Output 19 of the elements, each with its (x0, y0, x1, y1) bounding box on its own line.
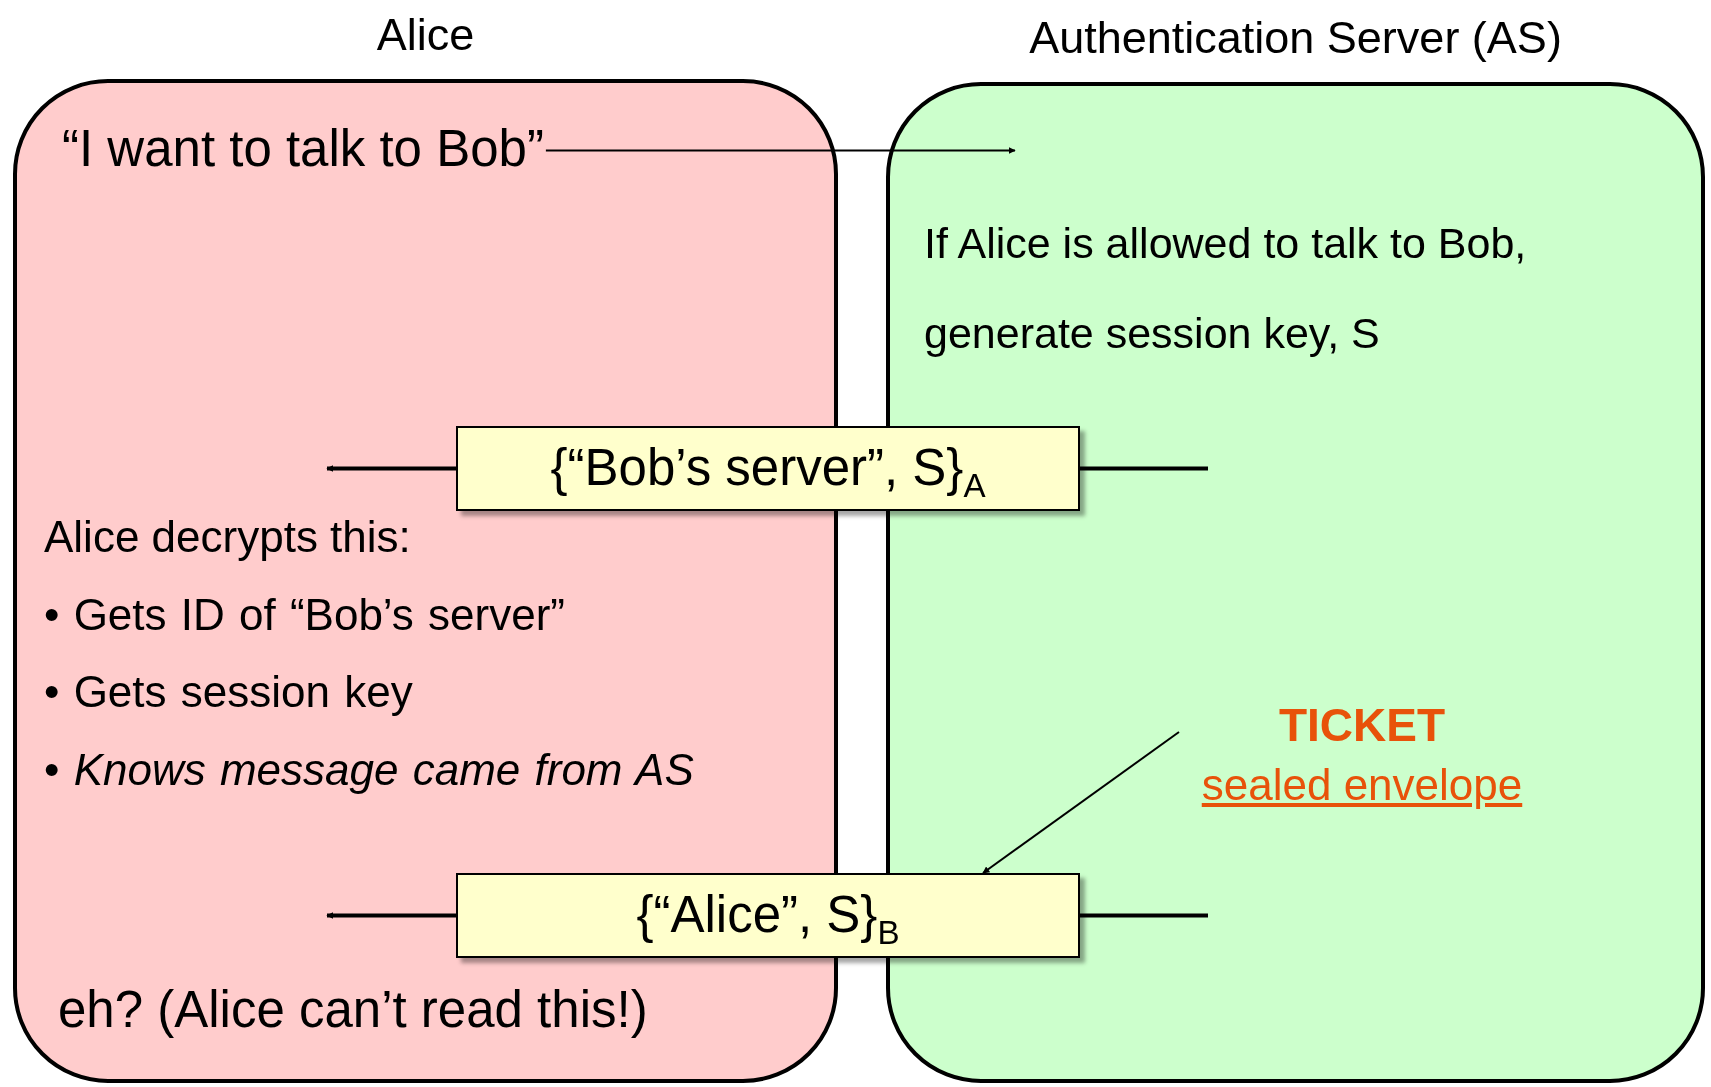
leader-arrow (982, 731, 1180, 874)
arrow (326, 465, 456, 472)
request-text: “I want to talk to Bob” (62, 119, 544, 178)
arrow (326, 912, 456, 919)
ticket-heading: TICKET (1277, 698, 1447, 752)
panel-title: Authentication Server (AS) (1028, 12, 1563, 64)
connector-line (1080, 466, 1208, 471)
envelope-link: sealed envelope (1200, 760, 1524, 810)
message-box: {“Bob’s server”, S}$_{A}$ (456, 426, 1080, 511)
server-text: If Alice is allowed to talk to Bob, generate session key, S (924, 198, 1644, 378)
panel-title: Alice (375, 9, 476, 61)
connector-line (1080, 913, 1208, 918)
leader-arrow (544, 147, 1016, 154)
bullet-item: • Gets session key (44, 667, 413, 717)
note-text: eh? (Alice can’t read this!) (58, 980, 648, 1039)
bullet-item: • Knows message came from AS (44, 745, 694, 795)
ticket-box: {“Alice”, S}$_{B}$ (456, 873, 1080, 958)
bullet-item: • Gets ID of “Bob’s server” (44, 590, 565, 640)
note-text: Alice decrypts this: (44, 512, 411, 562)
